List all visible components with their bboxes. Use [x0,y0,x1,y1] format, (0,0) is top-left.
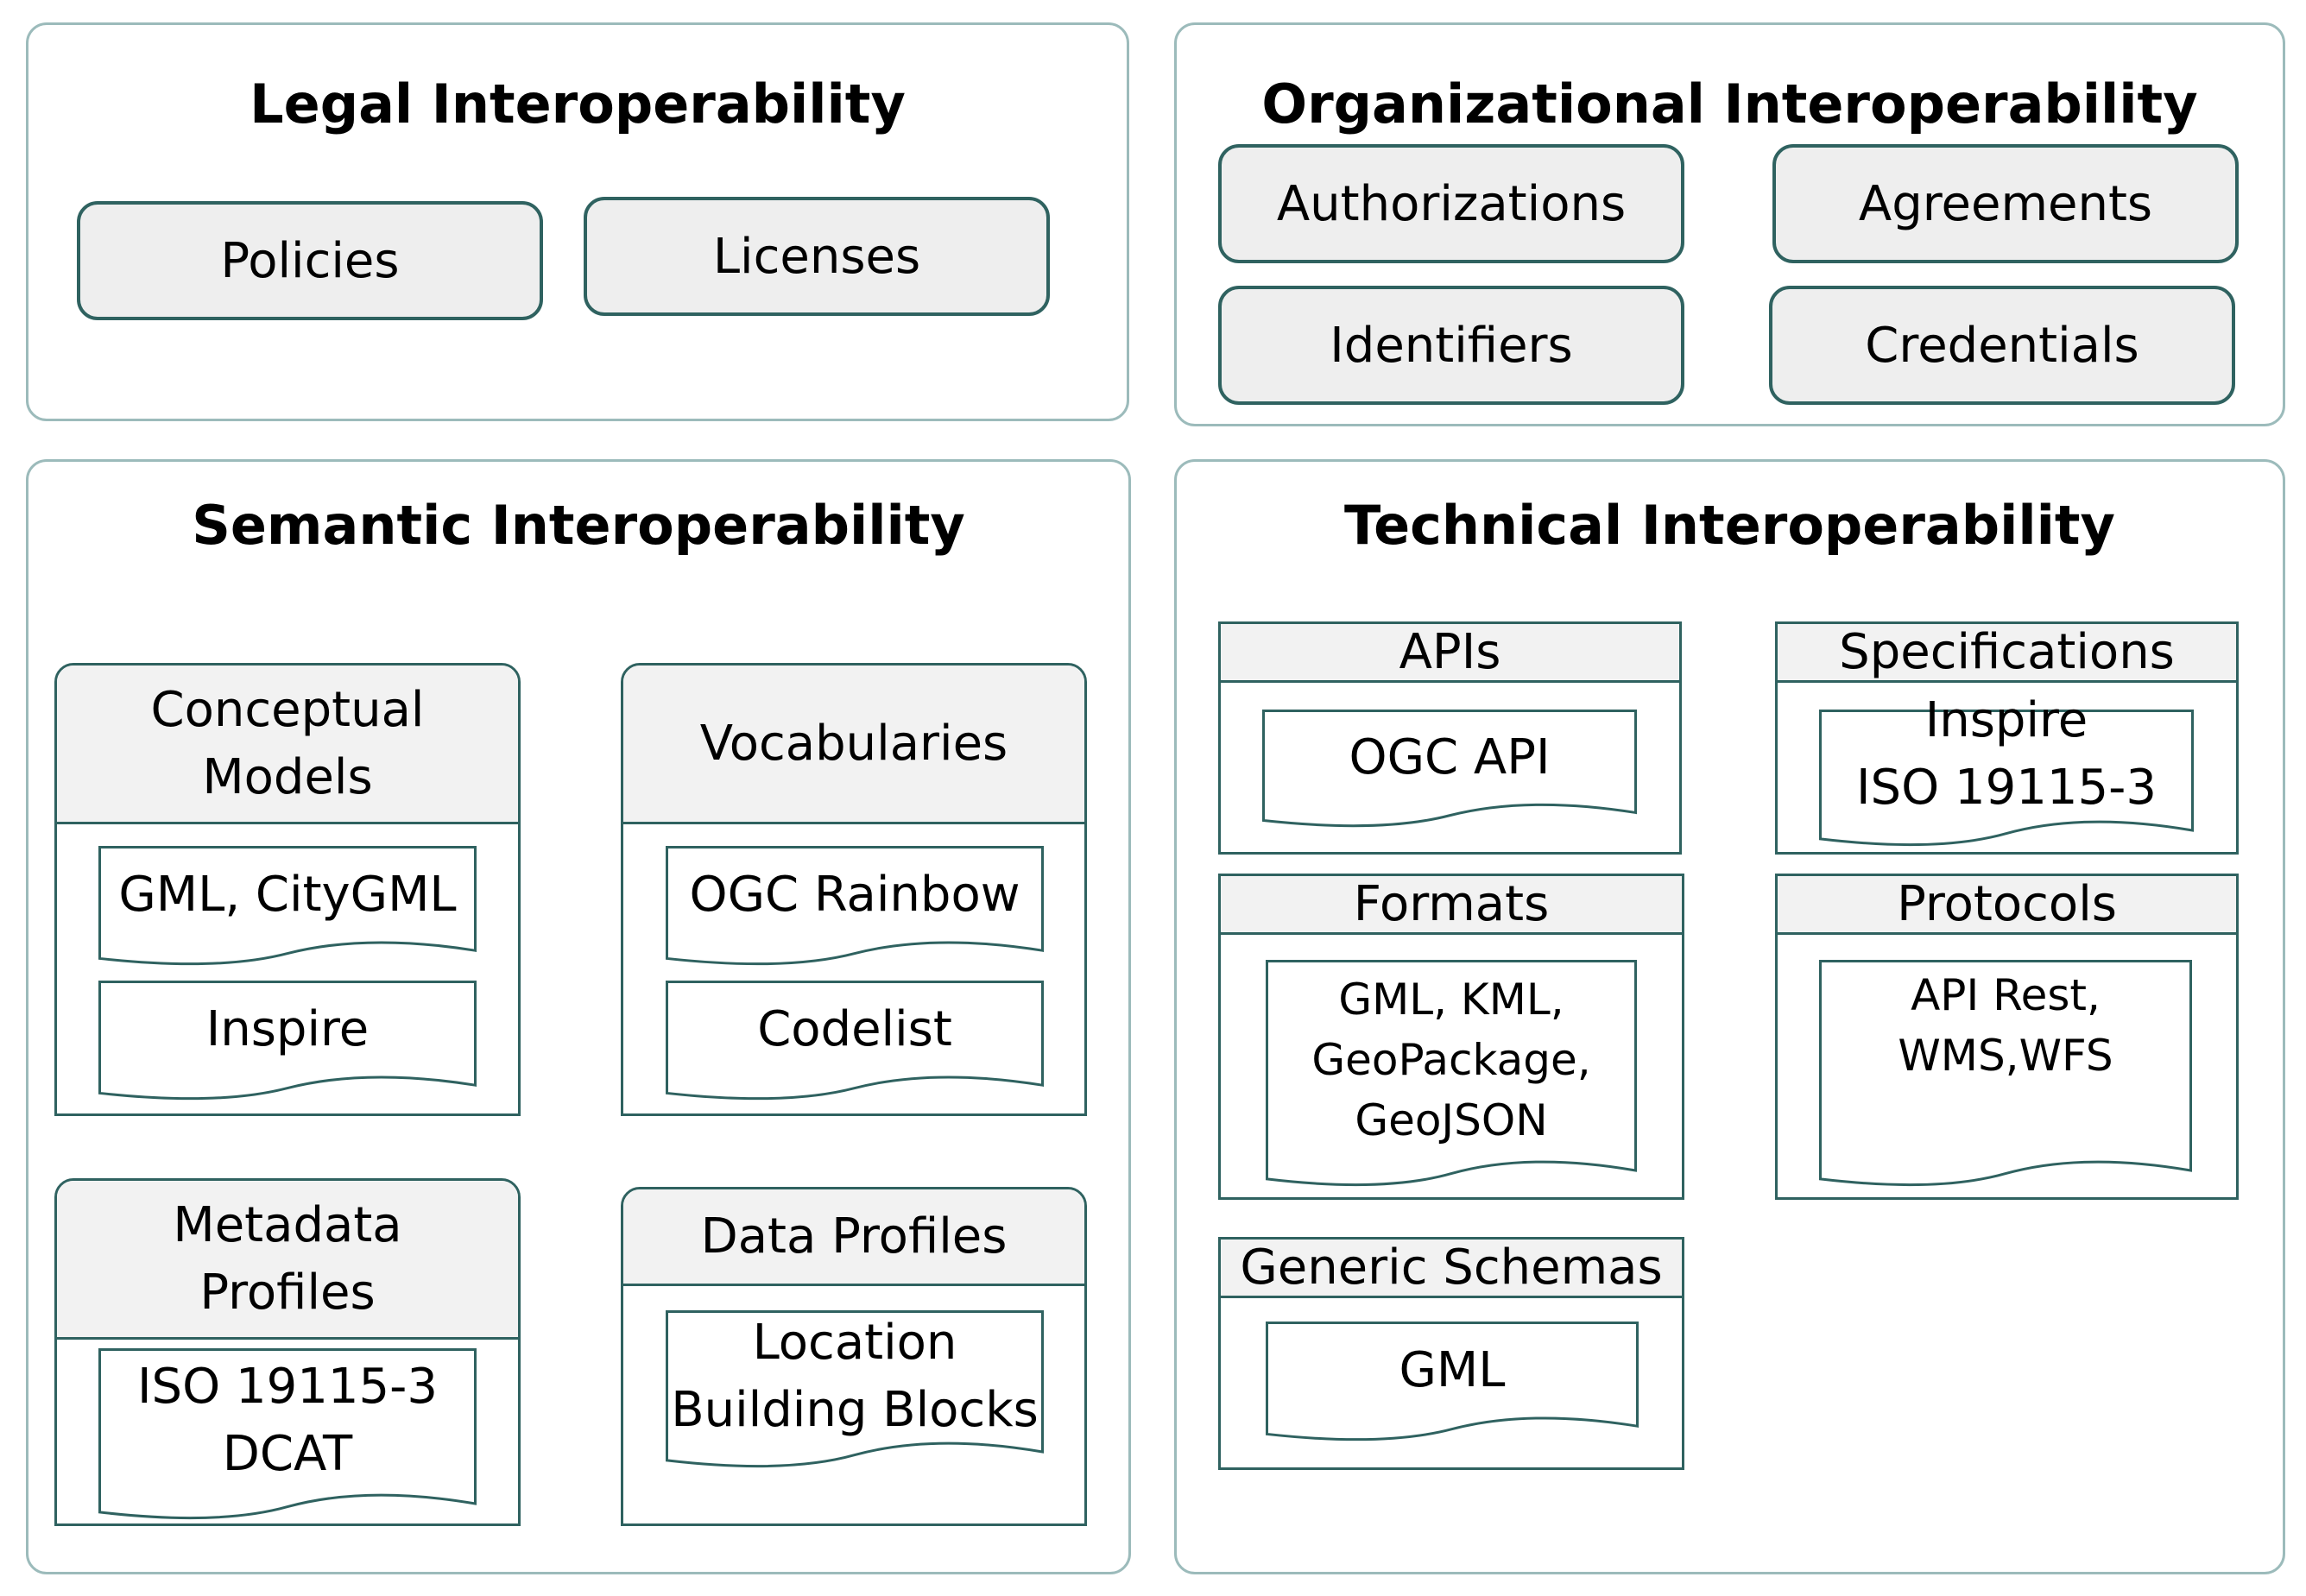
conceptual-models-header: Conceptual Models [57,666,518,824]
metadata-profiles-title-line: Profiles [199,1264,376,1321]
formats-document: GML, KML, GeoPackage, GeoJSON [1266,960,1637,1188]
authorizations-box: Authorizations [1218,144,1684,263]
document-shape [1819,710,2194,847]
inspire-label: Inspire [205,1001,370,1057]
organizational-interoperability-title: Organizational Interoperability [1261,73,2198,136]
document-shape [98,1348,477,1520]
policies-box: Policies [77,201,543,320]
iso-dcat-document: ISO 19115-3 DCAT [98,1348,477,1521]
document-shape [666,981,1044,1101]
ogc-api-label: OGC API [1349,729,1551,785]
inspire-iso-document: Inspire ISO 19115-3 [1819,692,2194,848]
gml-label: GML [1399,1342,1506,1398]
ogc-rainbow-document: OGC Rainbow [666,846,1044,967]
document-outline [1819,710,2194,847]
document-outline [666,846,1044,966]
gml-citygml-document: GML, CityGML [98,846,477,967]
legal-interoperability-panel: Legal Interoperability Policies Licenses [26,22,1129,421]
protocols-document: API Rest, WMS,WFS [1819,960,2192,1188]
document-outline [1262,710,1637,828]
gml-citygml-label: GML, CityGML [118,867,457,923]
document-outline [1819,960,2192,1187]
document-outline [98,981,477,1101]
document-shape [1819,960,2192,1187]
agreements-box: Agreements [1772,144,2239,263]
document-outline [98,846,477,966]
document-outline [666,1310,1044,1468]
conceptual-models-title-line: Models [202,748,373,805]
document-shape [98,981,477,1101]
legal-interoperability-title: Legal Interoperability [250,73,906,136]
organizational-interoperability-panel: Organizational Interoperability Authoriz… [1174,22,2285,426]
semantic-interoperability-title: Semantic Interoperability [192,494,965,557]
ogc-api-document: OGC API [1262,710,1637,829]
protocols-header: Protocols [1778,876,2236,935]
document-shape [1266,1322,1639,1441]
iso-dcat-label: ISO 19115-3 DCAT [137,1359,438,1482]
metadata-profiles-title-line: Metadata [173,1196,402,1253]
codelist-label: Codelist [757,1001,952,1057]
specifications-header: Specifications [1778,624,2236,683]
apis-header: APIs [1221,624,1679,683]
licenses-box: Licenses [584,197,1050,316]
document-outline [1266,1322,1639,1441]
credentials-box: Credentials [1769,286,2235,405]
gml-document: GML [1266,1322,1639,1442]
location-building-blocks-document: Location Building Blocks [666,1310,1044,1469]
metadata-profiles-header: Metadata Profiles [57,1181,518,1340]
inspire-document: Inspire [98,981,477,1101]
document-shape [1266,960,1637,1187]
vocabularies-header: Vocabularies [623,666,1084,824]
document-outline [666,981,1044,1101]
document-outline [98,1348,477,1520]
document-shape [1262,710,1637,828]
generic-schemas-header: Generic Schemas [1221,1240,1682,1298]
formats-label: GML, KML, GeoPackage, GeoJSON [1311,975,1591,1145]
formats-header: Formats [1221,876,1682,935]
document-shape [98,846,477,966]
document-shape [666,1310,1044,1468]
document-shape [666,846,1044,966]
data-profiles-header: Data Profiles [623,1189,1084,1286]
document-outline [1266,960,1637,1187]
inspire-iso-label: Inspire ISO 19115-3 [1856,692,2157,816]
codelist-document: Codelist [666,981,1044,1101]
location-building-blocks-label: Location Building Blocks [671,1315,1039,1438]
protocols-label: API Rest, WMS,WFS [1898,970,2113,1081]
identifiers-box: Identifiers [1218,286,1684,405]
conceptual-models-title-line: Conceptual [150,681,425,738]
generic-schemas-group: Generic Schemas [1218,1237,1684,1470]
technical-interoperability-title: Technical Interoperability [1344,494,2115,557]
ogc-rainbow-label: OGC Rainbow [689,867,1020,923]
